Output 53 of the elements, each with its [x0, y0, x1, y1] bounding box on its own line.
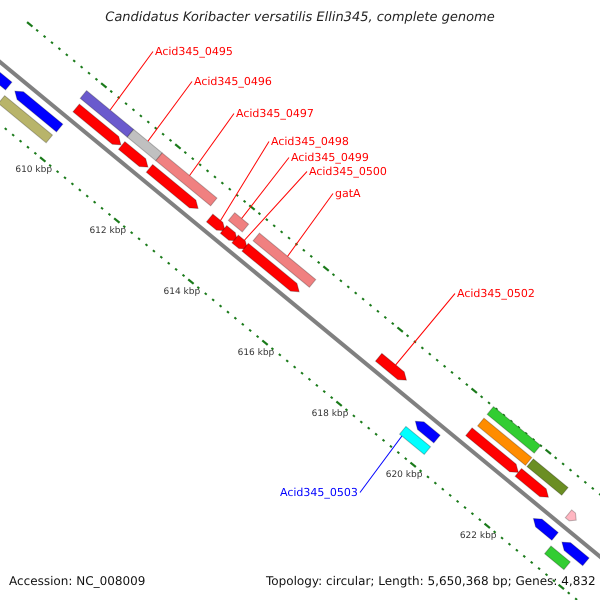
gene-block [561, 542, 590, 566]
leader-line [220, 141, 270, 221]
gene-block [231, 234, 248, 250]
gene-label: Acid345_0498 [271, 135, 349, 148]
gene-block [72, 103, 122, 146]
leader-line [287, 193, 334, 257]
scale-label: 616 kbp [238, 348, 274, 359]
gene-block [241, 242, 300, 292]
leader-line [395, 293, 456, 366]
gene-bar [126, 128, 163, 162]
genome-summary: Topology: circular; Length: 5,650,368 bp; Genes: 4,832 [266, 574, 596, 588]
gene-bar [228, 212, 250, 233]
leader-line [241, 157, 290, 219]
gene-block [118, 140, 149, 168]
gene-block [206, 213, 226, 232]
gene-bar [486, 406, 542, 454]
gene-label: Acid345_0499 [291, 151, 369, 164]
leader-line [244, 171, 308, 241]
accession-text: Accession: NC_008009 [9, 574, 146, 588]
leader-line [360, 436, 402, 493]
gene-bar [252, 232, 316, 288]
gene-bar [155, 152, 218, 207]
gene-label: gatA [335, 187, 361, 200]
gene-label: Acid345_0502 [457, 287, 535, 300]
gene-bar [526, 458, 569, 496]
gene-block [220, 224, 238, 242]
gene-block [465, 427, 519, 473]
scale-label: 612 kbp [89, 226, 126, 237]
gene-bar [398, 426, 432, 456]
gene-label: Acid345_0496 [194, 75, 272, 88]
gene-block [14, 90, 64, 133]
leader-line [110, 51, 154, 110]
scale-label: 614 kbp [164, 286, 200, 298]
gene-block [414, 420, 441, 444]
gene-block [514, 468, 550, 498]
scale-label: 618 kbp [312, 409, 348, 420]
title: Candidatus Koribacter versatilis Ellin345, complete genome [104, 10, 496, 26]
gene-block [146, 164, 199, 209]
leader-line [189, 113, 234, 176]
gene-block [374, 352, 408, 381]
gene-label: Acid345_0500 [309, 165, 387, 178]
scale-label: 610 kbp [15, 164, 52, 176]
scale-label: 622 kbp [460, 531, 496, 542]
gene-bar [0, 94, 54, 144]
gene-block [564, 509, 577, 522]
gene-label: Acid345_0495 [155, 45, 233, 58]
gene-bar [476, 417, 532, 466]
gene-block [532, 518, 559, 541]
gene-bar [544, 545, 571, 570]
gene-label: Acid345_0497 [236, 107, 314, 120]
gene-bar [80, 90, 134, 138]
scale-label: 620 kbp [386, 470, 422, 481]
gene-label: Acid345_0503 [280, 486, 358, 500]
